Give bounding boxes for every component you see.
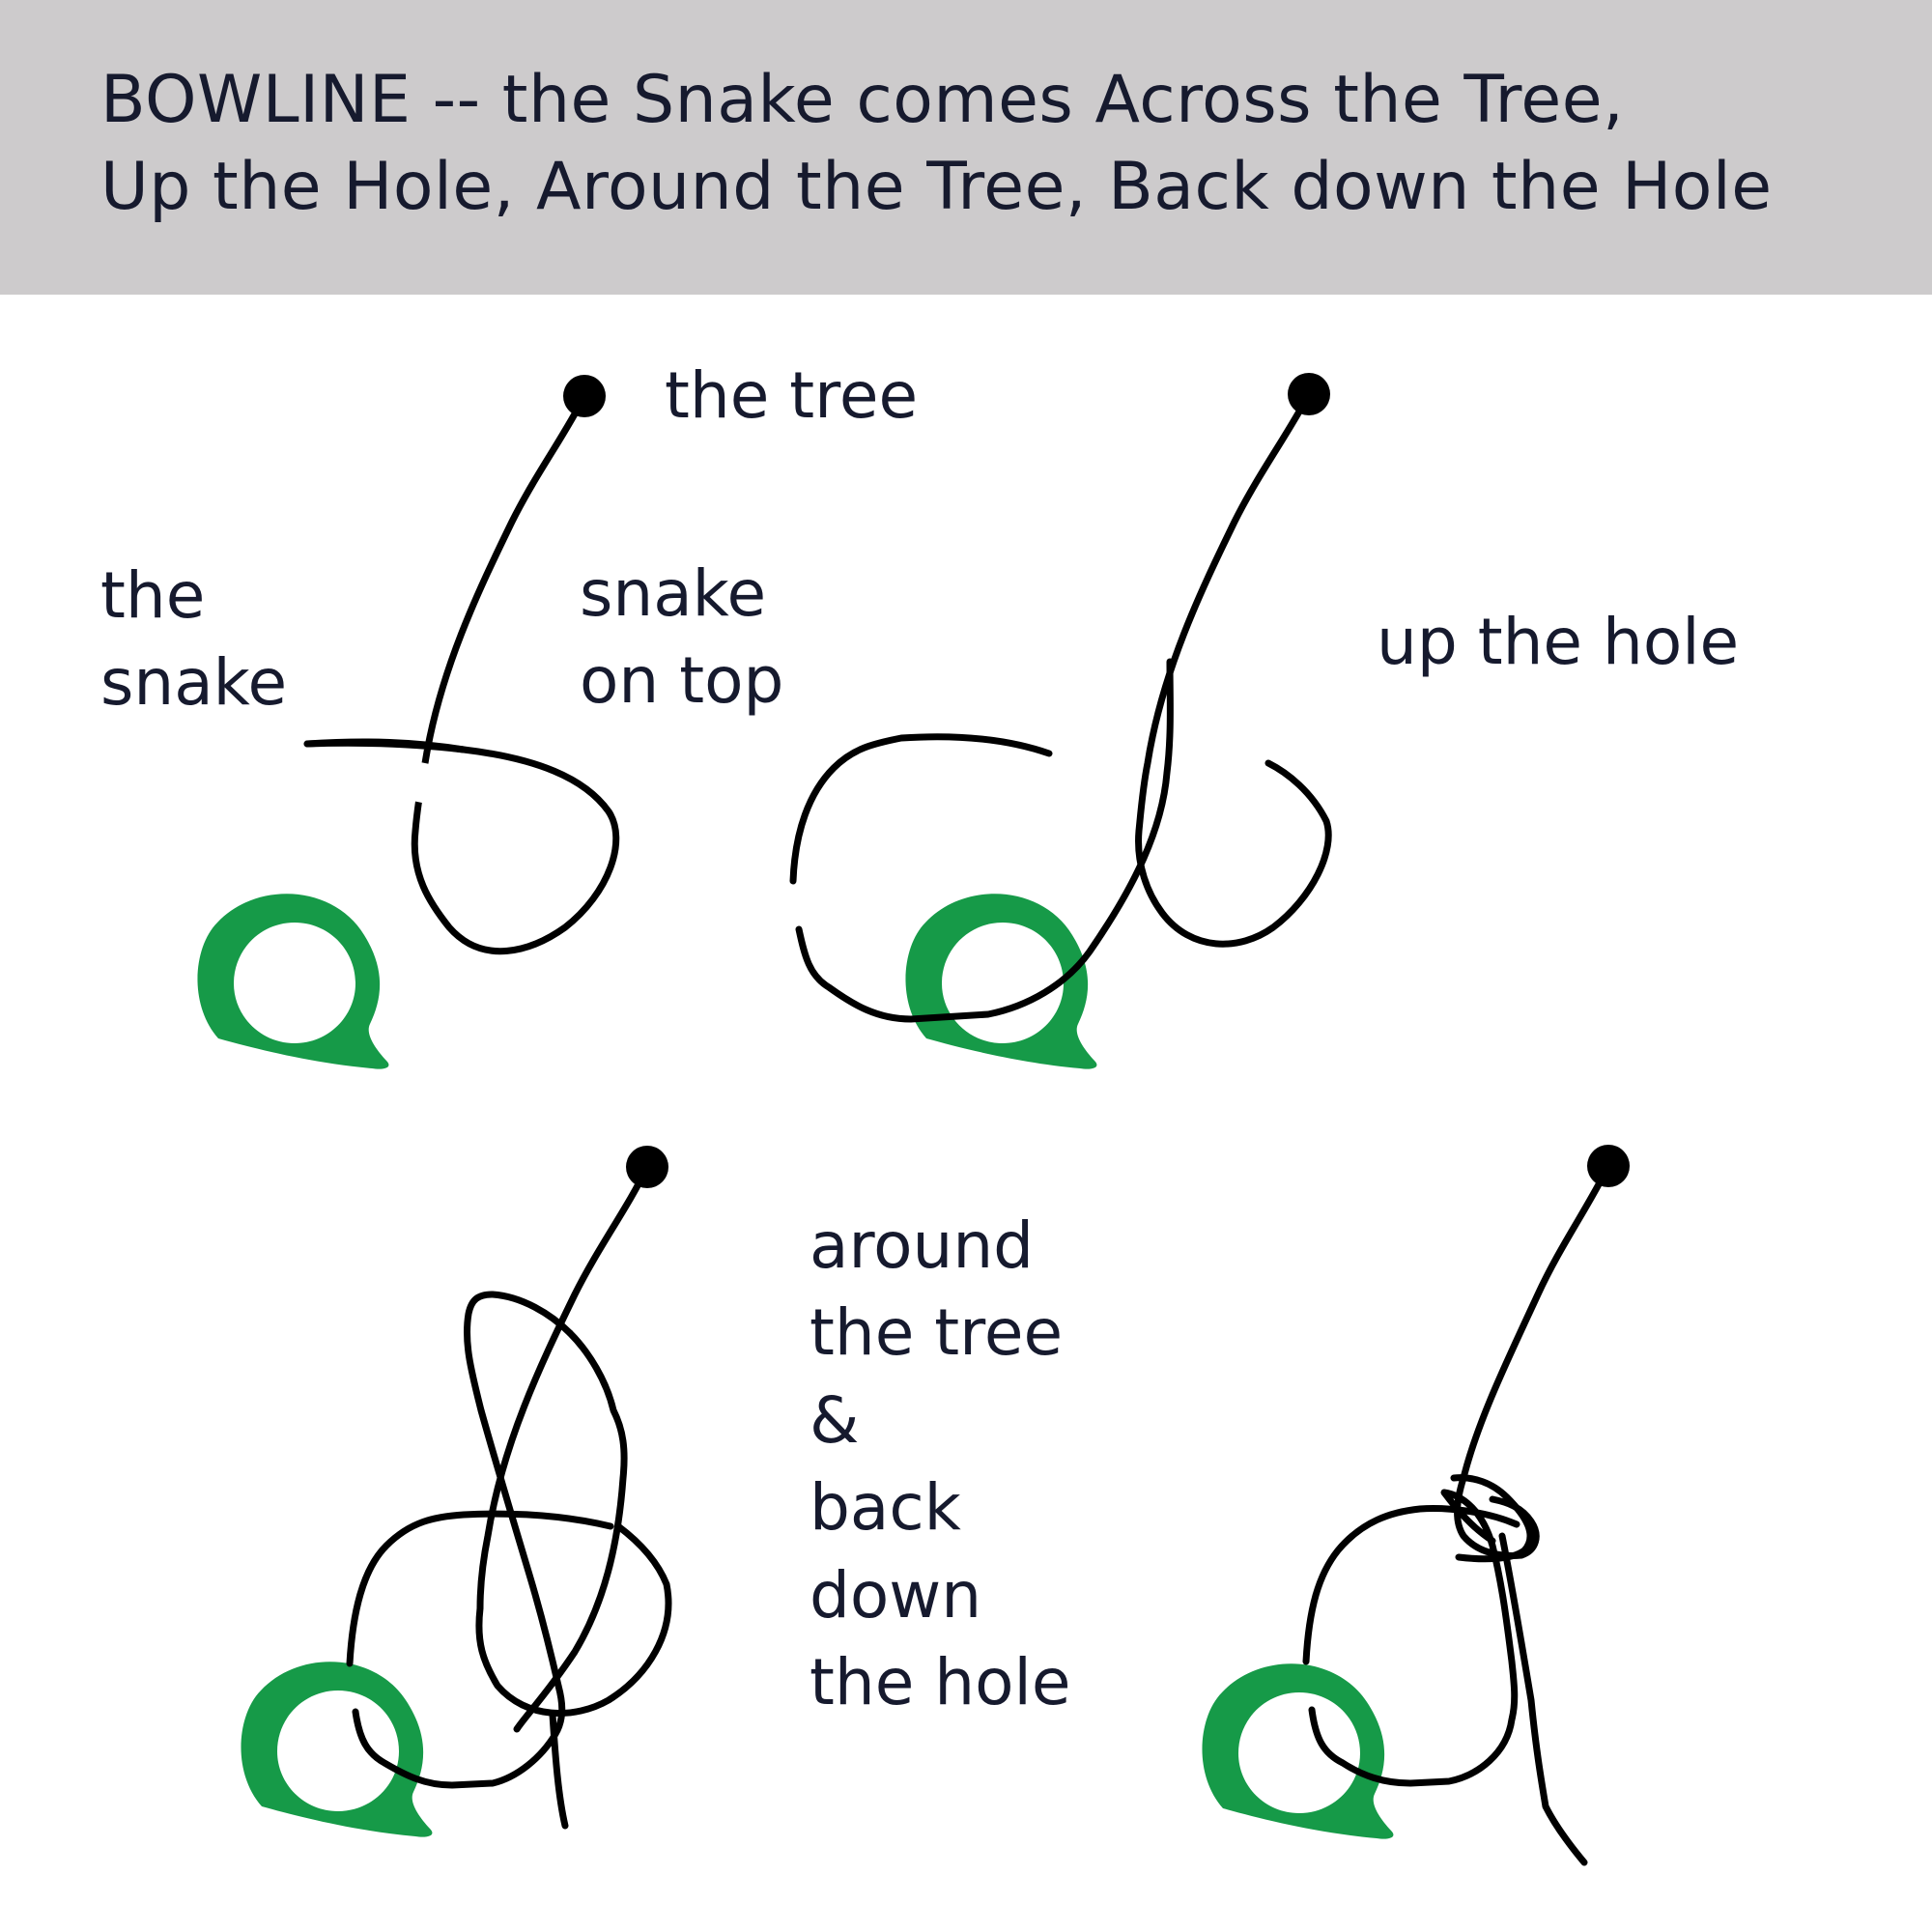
label-up-the-hole: up the hole [1377, 605, 1740, 679]
step-2-standing-rope [1135, 390, 1332, 948]
step-4-working-end [1308, 1489, 1519, 1787]
step-4-knot-collar [1450, 1474, 1534, 1563]
step-3-loop-rope [346, 1510, 614, 1667]
title-line-1: BOWLINE -- the Snake comes Across the Tr… [100, 62, 1625, 138]
step-2-diagram [789, 373, 1332, 1069]
green-snake-coil-icon [905, 894, 1097, 1069]
green-snake-coil-icon [197, 894, 389, 1069]
step-3-working-end [352, 1291, 574, 1789]
step-4-diagram [1202, 1145, 1630, 1866]
step-3-diagram [241, 1146, 672, 1837]
rope-end-dot-icon [1587, 1145, 1630, 1187]
step-1-standing-rope [303, 392, 620, 955]
title-line-2: Up the Hole, Around the Tree, Back down … [100, 149, 1773, 225]
step-4-standing-rope [1454, 1162, 1612, 1559]
step-2-loop-rope [789, 733, 1053, 885]
label-the-snake: the snake [100, 558, 288, 721]
title-banner: BOWLINE -- the Snake comes Across the Tr… [0, 0, 1932, 295]
rope-end-dot-icon [563, 375, 606, 417]
label-snake-on-top: snake on top [580, 556, 784, 719]
label-around-the-tree-back-down-the-hole: around the tree & back down the hole [810, 1208, 1071, 1720]
label-the-tree: the tree [665, 358, 919, 433]
rope-end-dot-icon [1288, 373, 1330, 415]
step-3-back-down-hole [549, 1711, 569, 1830]
step-4-loop-rope [1302, 1505, 1520, 1665]
step-3-around-tree [513, 1329, 628, 1733]
green-snake-coil-icon [1202, 1663, 1394, 1839]
step-4-tail-rope [1498, 1532, 1588, 1866]
step-3-standing-rope [475, 1163, 672, 1717]
step-1-snake-over-segment [303, 738, 468, 753]
step-2-working-end [795, 658, 1174, 1023]
rope-end-dot-icon [626, 1146, 668, 1188]
step-1-crossing-gap [408, 761, 435, 804]
green-snake-coil-icon [241, 1662, 433, 1837]
step-1-diagram [197, 375, 620, 1069]
